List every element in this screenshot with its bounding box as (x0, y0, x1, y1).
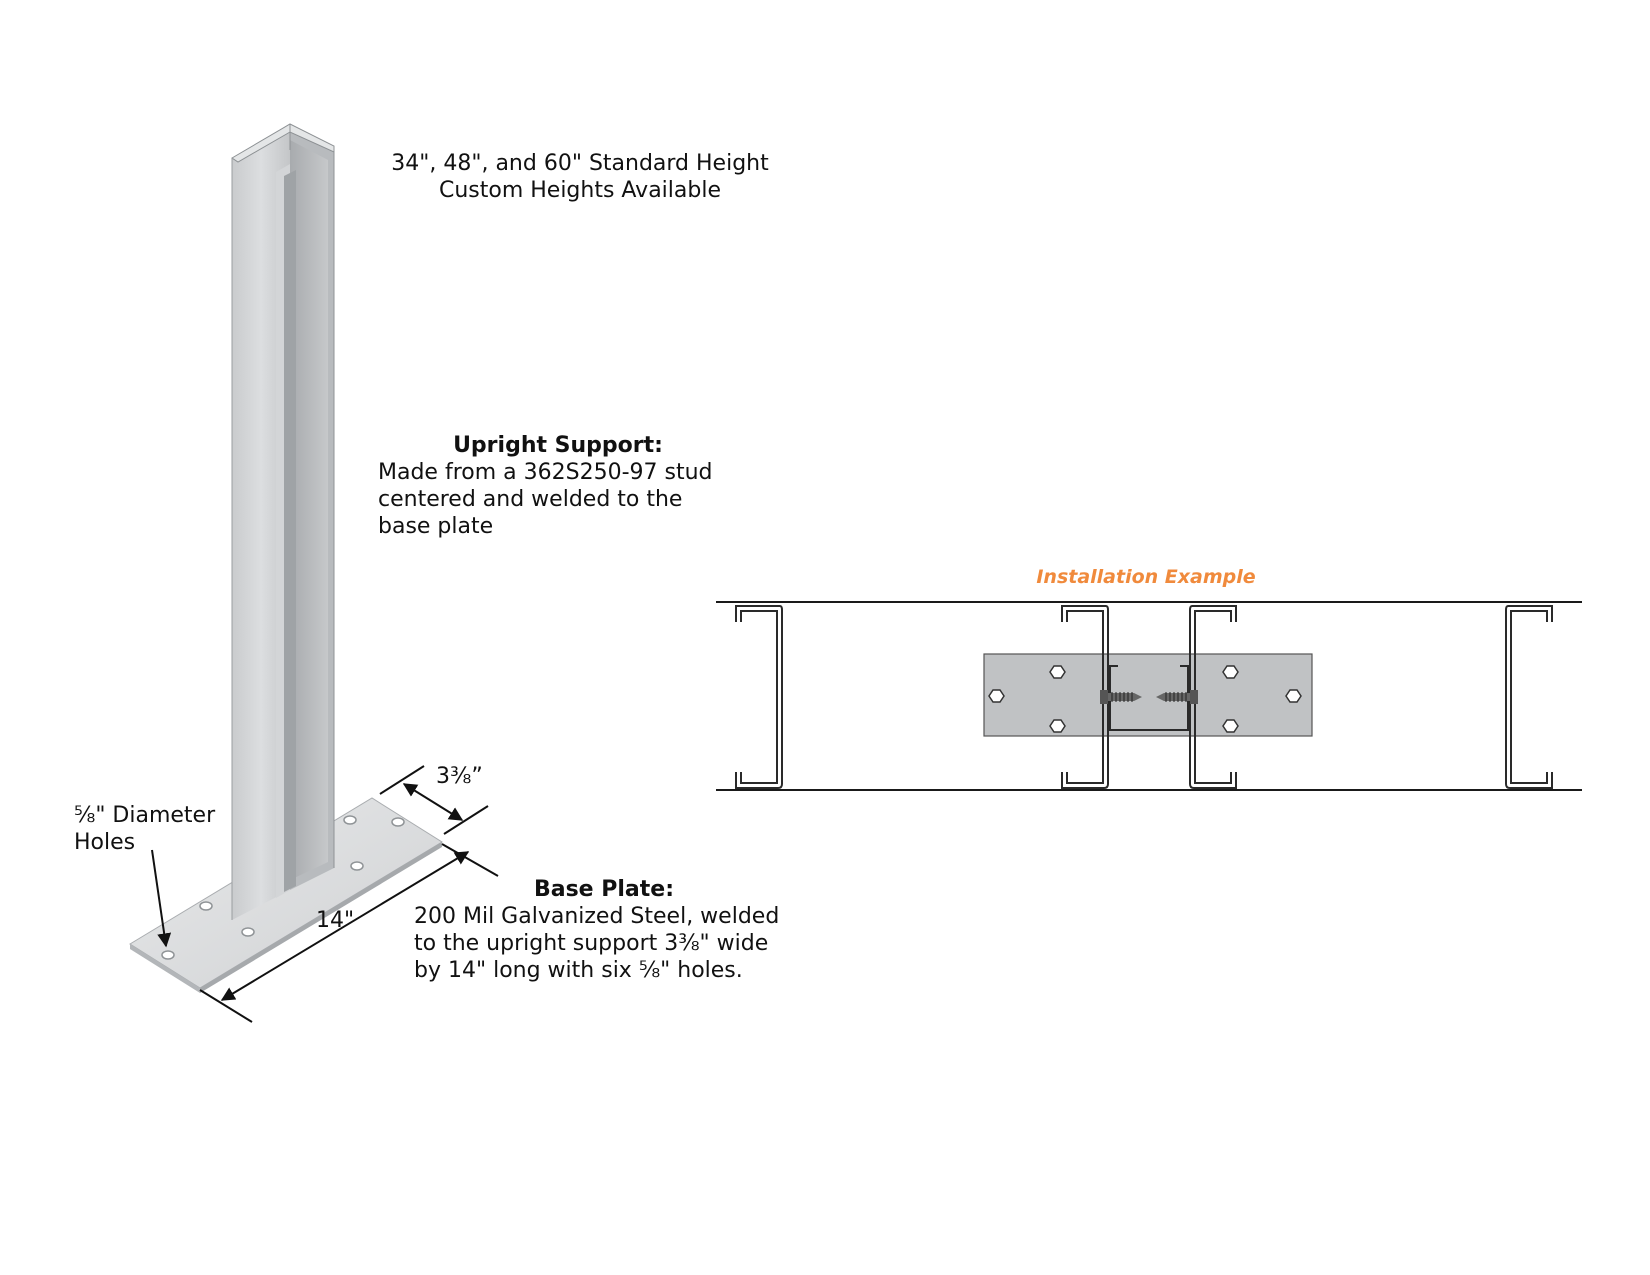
holes-note: ⅝" Diameter Holes (74, 802, 215, 856)
upright-support-line1: Made from a 362S250-97 stud (378, 460, 713, 485)
mounting-plate (983, 653, 1313, 737)
upright-support-title: Upright Support: (453, 433, 663, 458)
screw-icon (1156, 690, 1198, 704)
installation-example (716, 601, 1582, 791)
height-note-line2: Custom Heights Available (438, 178, 722, 203)
dimension-width (379, 765, 489, 835)
holes-leader-arrow (151, 849, 172, 948)
height-note-line1: 34", 48", and 60" Standard Height (391, 151, 769, 176)
upright-support-line2: centered and welded to the (378, 487, 683, 512)
base-plate-line3: by 14" long with six ⅝" holes. (414, 958, 743, 983)
base-plate-line2: to the upright support 3⅜" wide (414, 931, 769, 956)
upright-support-note: Upright Support: Made from a 362S250-97 … (378, 432, 738, 540)
dimension-width-label: 3⅜” (436, 764, 483, 789)
base-plate-note: Base Plate: 200 Mil Galvanized Steel, we… (414, 876, 794, 984)
installation-example-title: Installation Example (1036, 566, 1256, 588)
screw-icon (1100, 690, 1142, 704)
dimension-length-label: 14" (316, 908, 355, 933)
base-plate-line1: 200 Mil Galvanized Steel, welded (414, 904, 780, 929)
upright-support-line3: base plate (378, 514, 494, 539)
base-plate-title: Base Plate: (533, 877, 675, 902)
hex-bolt-icon (988, 665, 1302, 733)
holes-note-line2: Holes (74, 830, 136, 855)
holes-note-line1: ⅝" Diameter (74, 803, 216, 828)
dimension-length (199, 843, 499, 1023)
height-note: 34", 48", and 60" Standard Height Custom… (370, 150, 790, 204)
upright-stud (231, 123, 335, 920)
